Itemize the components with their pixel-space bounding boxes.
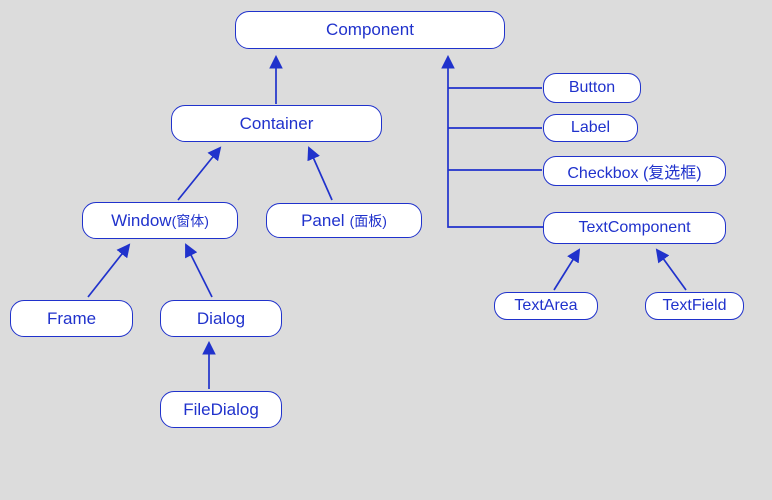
- node-dialog: Dialog: [160, 300, 282, 337]
- node-frame: Frame: [10, 300, 133, 337]
- node-component-label: Component: [326, 20, 414, 39]
- node-panel-label: Panel: [301, 210, 345, 230]
- node-filedialog-label: FileDialog: [183, 399, 259, 419]
- node-window-label-zh: (窗体): [171, 212, 209, 229]
- node-textfield-label: TextField: [662, 297, 727, 314]
- edge-textfield-to-textcomponent: [655, 248, 687, 291]
- node-button-label: Button: [568, 79, 616, 96]
- node-textfield: TextField: [645, 292, 744, 320]
- node-window-label: Window: [111, 210, 172, 230]
- node-panel-label-zh: (面板): [349, 212, 387, 229]
- node-frame-label: Frame: [46, 308, 97, 328]
- node-textarea-label: TextArea: [514, 297, 578, 314]
- edge-window-to-container: [177, 146, 222, 201]
- node-textcomponent: TextComponent: [543, 212, 726, 244]
- edge-panel-to-container: [307, 146, 333, 201]
- edge-dialog-to-window: [185, 243, 213, 298]
- node-filedialog: FileDialog: [160, 391, 282, 428]
- node-button: Button: [543, 73, 641, 103]
- node-textarea: TextArea: [494, 292, 598, 320]
- edge-textarea-to-textcomponent: [553, 248, 581, 291]
- edge-frame-to-window: [87, 243, 131, 298]
- node-component: Component: [235, 11, 505, 49]
- node-label: Label: [543, 114, 638, 142]
- node-window: Window (窗体): [82, 202, 238, 239]
- node-container-label: Container: [239, 113, 314, 133]
- node-checkbox: Checkbox (复选框): [543, 156, 726, 186]
- node-textcomponent-label: TextComponent: [578, 219, 691, 236]
- edge-trunk-to-component: [441, 54, 543, 228]
- node-checkbox-label: Checkbox (复选框): [567, 165, 702, 182]
- node-container: Container: [171, 105, 382, 142]
- node-panel: Panel (面板): [266, 203, 422, 238]
- node-label-label: Label: [570, 119, 611, 136]
- node-dialog-label: Dialog: [196, 308, 246, 328]
